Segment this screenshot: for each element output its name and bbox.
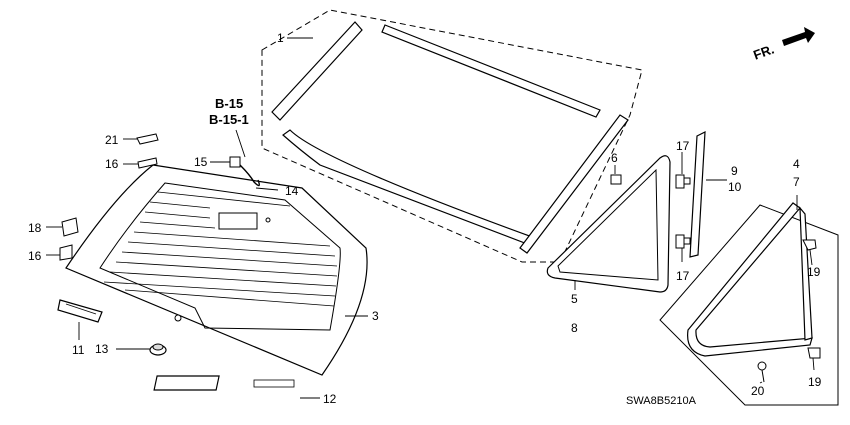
callout-8: 8	[571, 321, 578, 335]
callout-9: 9	[731, 164, 738, 178]
callout-17-top: 17	[676, 139, 690, 153]
diagram-code: SWA8B5210A	[626, 395, 697, 407]
callout-19-top: 19	[807, 265, 821, 279]
fastener-6	[610, 174, 622, 185]
screw-20	[757, 361, 767, 383]
brake-light-cutout	[218, 212, 258, 230]
callout-13: 13	[95, 342, 109, 356]
part-1-group-outline	[261, 9, 643, 263]
callout-6: 6	[611, 151, 618, 165]
callout-15: 15	[194, 155, 208, 169]
callout-14: 14	[285, 184, 299, 198]
callout-5: 5	[571, 292, 578, 306]
callout-1: 1	[277, 31, 284, 45]
callout-4: 4	[793, 157, 800, 171]
callout-16-top: 16	[105, 157, 119, 171]
callout-19-bottom: 19	[808, 375, 822, 389]
part-4-group-outline	[659, 204, 839, 406]
callout-12: 12	[323, 392, 337, 406]
rear-windshield-glass	[65, 164, 368, 376]
callout-20: 20	[751, 384, 765, 398]
callout-17-bottom: 17	[676, 269, 690, 283]
front-direction-label: FR.	[751, 41, 776, 62]
reference-b15: B-15	[215, 96, 243, 111]
reference-b15-1: B-15-1	[209, 112, 249, 127]
weatherstrip-4-7	[687, 202, 813, 357]
molding-9-10	[689, 131, 706, 258]
clips-19	[802, 239, 821, 359]
callout-3: 3	[372, 309, 379, 323]
front-direction-arrow	[782, 27, 815, 46]
callout-10: 10	[728, 180, 742, 194]
callout-7: 7	[793, 175, 800, 189]
roof-molding-parts	[271, 21, 629, 254]
quarter-glass	[546, 155, 671, 293]
emblem-12	[153, 375, 295, 391]
callout-21: 21	[105, 133, 119, 147]
callout-16-bottom: 16	[28, 249, 42, 263]
clips-17	[675, 174, 691, 249]
emblem-11	[57, 299, 103, 323]
small-parts	[59, 133, 261, 261]
leader-lines	[46, 37, 815, 399]
grommet-13	[149, 343, 167, 356]
defroster-lines	[103, 191, 338, 307]
callout-11: 11	[72, 343, 85, 357]
callout-18: 18	[28, 221, 42, 235]
